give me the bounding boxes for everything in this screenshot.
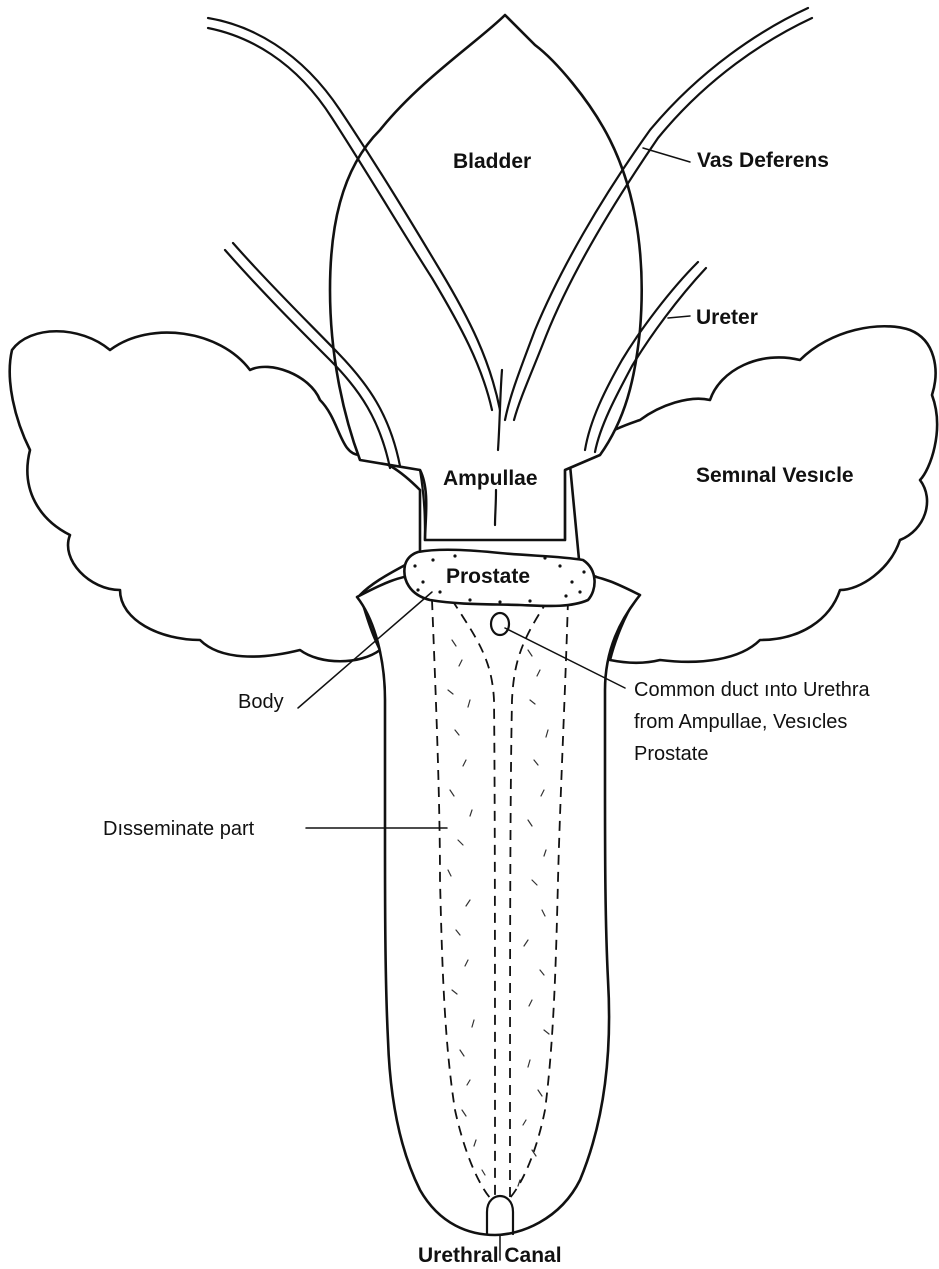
label-common-duct-line2: from Ampullae, Vesıcles	[634, 711, 847, 733]
label-disseminate-part: Dısseminate part	[103, 818, 255, 840]
label-common-duct-line3: Prostate	[634, 743, 708, 765]
label-ureter: Ureter	[696, 306, 758, 329]
label-bladder: Bladder	[453, 150, 531, 173]
label-ampullae: Ampullae	[443, 467, 538, 490]
vas-deferens-leader	[643, 148, 690, 162]
label-prostate: Prostate	[446, 565, 530, 588]
label-common-duct-line1: Common duct ınto Urethra	[634, 679, 871, 701]
ureter-leader	[668, 316, 690, 318]
label-body: Body	[238, 691, 284, 713]
label-vas-deferens: Vas Deferens	[697, 149, 829, 172]
label-seminal-vesicle: Semınal Vesıcle	[696, 464, 854, 487]
label-urethral-canal: Urethral Canal	[418, 1244, 562, 1267]
